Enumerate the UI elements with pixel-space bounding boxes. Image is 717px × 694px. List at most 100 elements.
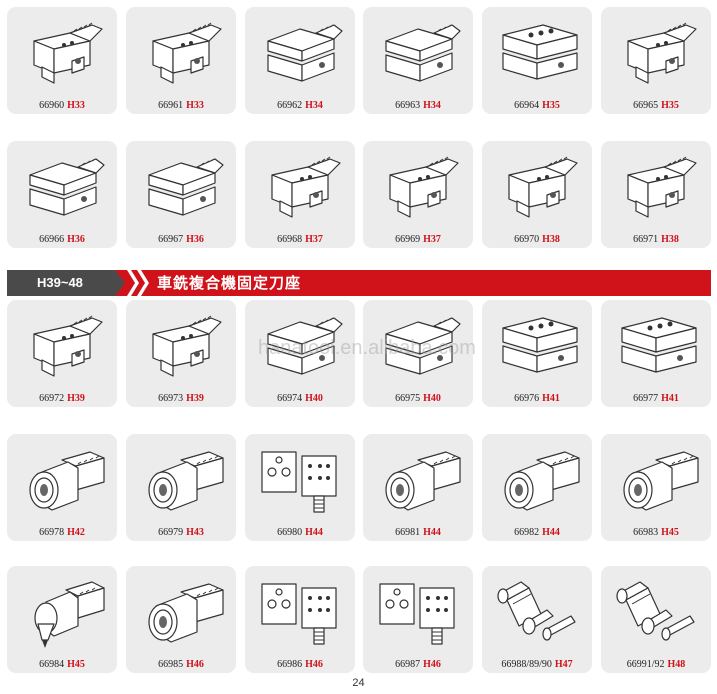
- flat-holder-icon: [502, 317, 578, 373]
- holder-size-code: H42: [67, 527, 85, 538]
- block-holder-icon: [152, 315, 222, 377]
- product-code: 66965: [633, 100, 659, 111]
- holder-size-code: H46: [305, 659, 323, 670]
- section-title: 車銑複合機固定刀座: [157, 274, 302, 292]
- block-holder-icon: [271, 156, 341, 218]
- product-code: 66982: [514, 527, 540, 538]
- block-holder-icon: [152, 22, 222, 84]
- product-code: 66970: [514, 234, 540, 245]
- holder-size-code: H45: [661, 527, 679, 538]
- holder-size-code: H46: [186, 659, 204, 670]
- holder-size-code: H37: [423, 234, 441, 245]
- page-number: 24: [352, 677, 365, 689]
- wedge-holder-icon: [267, 24, 343, 82]
- product-code: 66984: [39, 659, 65, 670]
- holder-size-code: H34: [423, 100, 441, 111]
- block-holder-icon: [627, 22, 697, 84]
- wedge-holder-icon: [385, 24, 461, 82]
- holder-size-code: H36: [186, 234, 204, 245]
- wedge-holder-icon: [267, 317, 343, 375]
- holder-size-code: H44: [305, 527, 323, 538]
- product-code: 66974: [277, 393, 303, 404]
- round-holder-icon: [148, 451, 224, 511]
- product-code: 66976: [514, 393, 540, 404]
- holder-size-code: H48: [667, 659, 686, 670]
- product-code: 66988/89/90: [501, 659, 552, 670]
- holder-size-code: H47: [554, 659, 573, 670]
- block-holder-icon: [508, 156, 578, 218]
- wedge-holder-icon: [148, 158, 224, 216]
- product-code: 66981: [395, 527, 421, 538]
- product-code: 66987: [395, 659, 421, 670]
- product-code: 66961: [158, 100, 184, 111]
- product-code: 66963: [395, 100, 421, 111]
- product-code: 66966: [39, 234, 65, 245]
- plate-holder-icon: [261, 451, 337, 513]
- product-code: 66979: [158, 527, 184, 538]
- product-code: 66962: [277, 100, 303, 111]
- holder-size-code: H33: [67, 100, 85, 111]
- round-holder-icon: [504, 451, 580, 511]
- holder-size-code: H35: [542, 100, 560, 111]
- holder-size-code: H37: [305, 234, 323, 245]
- product-code: 66986: [277, 659, 303, 670]
- holder-size-code: H45: [67, 659, 85, 670]
- round-holder-icon: [29, 451, 105, 511]
- block-holder-icon: [389, 156, 459, 218]
- watermark: hanatool.en.alibaba.com: [258, 337, 476, 359]
- holder-size-code: H38: [661, 234, 679, 245]
- product-code: 66978: [39, 527, 65, 538]
- holder-size-code: H41: [542, 393, 560, 404]
- flat-holder-icon: [502, 24, 578, 80]
- holder-size-code: H36: [67, 234, 85, 245]
- product-code: 66973: [158, 393, 184, 404]
- product-code: 66983: [633, 527, 659, 538]
- wedge-holder-icon: [29, 158, 105, 216]
- product-code: 66960: [39, 100, 65, 111]
- holder-size-code: H40: [305, 393, 323, 404]
- flat-holder-icon: [621, 317, 697, 373]
- holder-size-code: H46: [423, 659, 441, 670]
- holder-size-code: H40: [423, 393, 441, 404]
- holder-size-code: H39: [67, 393, 85, 404]
- wedge-holder-icon: [385, 317, 461, 375]
